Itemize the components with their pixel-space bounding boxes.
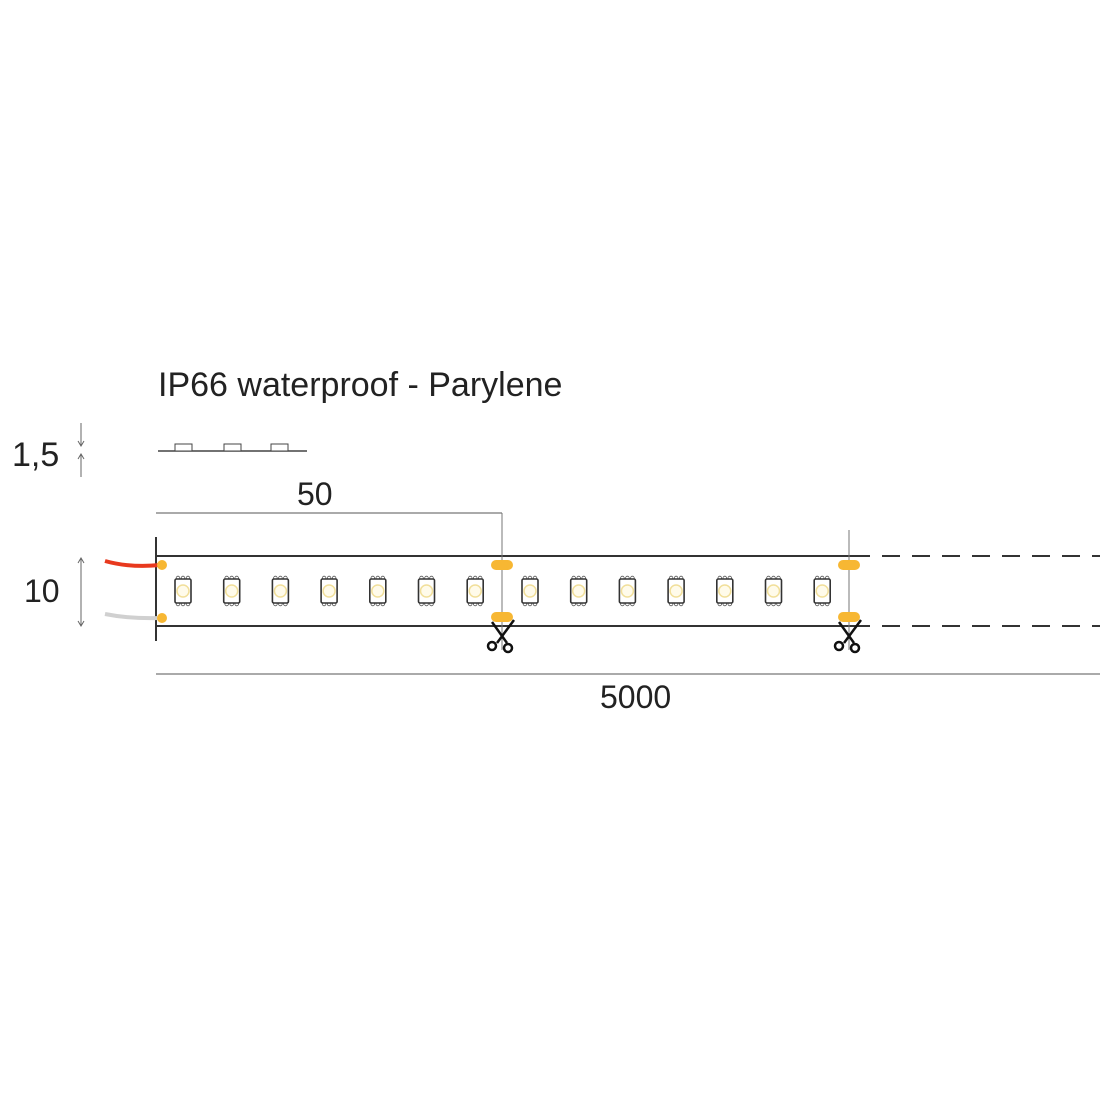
led-chip-icon (417, 575, 436, 607)
width-label: 10 (24, 573, 60, 609)
solder-pad (838, 612, 860, 622)
solder-pad (157, 613, 167, 623)
solder-pad (157, 560, 167, 570)
led-chip-icon (618, 575, 637, 607)
led-chip-icon (521, 575, 539, 607)
solder-pad (491, 612, 513, 622)
segment-length-label: 50 (297, 476, 333, 512)
profile-view (158, 443, 307, 452)
led-chip-icon (466, 575, 485, 607)
thickness-label: 1,5 (12, 436, 59, 474)
led-chip-icon (222, 575, 241, 607)
scissors-icon (486, 619, 516, 654)
pad-group (486, 560, 863, 654)
led-chip-icon (667, 575, 685, 607)
solder-pad (491, 560, 513, 570)
total-length-label: 5000 (600, 679, 671, 715)
solder-pad (838, 560, 860, 570)
led-chip-icon (813, 575, 832, 607)
led-group (174, 575, 832, 607)
led-chip-icon (174, 575, 192, 607)
led-chip-icon (368, 575, 387, 607)
negative-wire (104, 612, 161, 621)
cut-lines (501, 513, 850, 650)
led-chip-icon (715, 575, 734, 607)
led-chip-icon (320, 575, 338, 607)
strip-title: IP66 waterproof - Parylene (158, 366, 562, 404)
scissors-icon (833, 619, 863, 654)
led-chip-icon (764, 575, 783, 607)
positive-wire (104, 559, 161, 568)
led-chip-icon (569, 575, 588, 607)
led-chip-icon (271, 575, 290, 607)
thickness-arrows-icon (77, 423, 85, 477)
strip-body (155, 537, 1100, 641)
width-arrow-icon (77, 557, 85, 627)
